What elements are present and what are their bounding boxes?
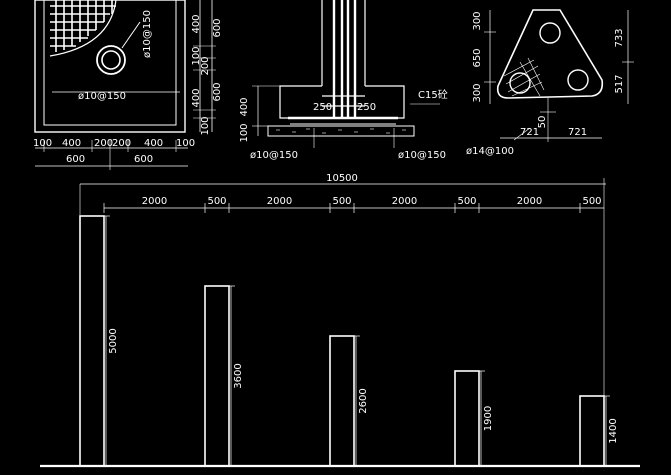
column-height-label: 5000 <box>108 328 119 353</box>
total-width-label: 10500 <box>326 173 358 184</box>
dim-label: 721 <box>520 127 539 138</box>
anchor-ring-outer <box>96 45 126 75</box>
columns: 5000 3600 2600 1900 1400 <box>79 215 619 467</box>
bolt-hole-right <box>567 69 589 91</box>
footing-outline <box>34 0 186 133</box>
concrete-grade-label: C15砼 <box>418 88 448 101</box>
spacing-label: 500 <box>457 196 476 207</box>
footing-inner-outline <box>43 0 177 126</box>
left-width-label: 250 <box>313 102 332 113</box>
dim-label: 721 <box>568 127 587 138</box>
plain-concrete-base <box>267 125 415 137</box>
dim-label: 600 <box>66 154 85 165</box>
dim-label: 200 <box>94 138 113 149</box>
dim-label: 100 <box>176 138 195 149</box>
bolt-hole-left <box>509 72 531 94</box>
dim-label: 400 <box>191 88 202 107</box>
dim-label: 300 <box>472 11 483 30</box>
column-height-label: 1900 <box>483 406 494 431</box>
leader-line <box>513 127 531 141</box>
dim-label: 400 <box>62 138 81 149</box>
dim-label: 100 <box>191 46 202 65</box>
dim-label: 517 <box>614 74 625 93</box>
dim-label: 600 <box>212 18 223 37</box>
rebar-mesh <box>50 0 116 52</box>
column-5 <box>579 395 605 467</box>
dim-label: 100 <box>200 116 211 135</box>
small-dim-label: 50 <box>537 116 548 129</box>
plate-outline <box>496 9 604 99</box>
dim-label: 300 <box>472 83 483 102</box>
plate-rebar-label: ø14@100 <box>466 146 514 157</box>
dim-label: 600 <box>134 154 153 165</box>
mesh-boundary-arc <box>49 0 117 57</box>
spacing-label: 500 <box>332 196 351 207</box>
dim-label: 400 <box>191 14 202 33</box>
spacing-label: 2000 <box>392 196 417 207</box>
dim-label: 400 <box>144 138 163 149</box>
dim-label: 733 <box>614 28 625 47</box>
spacing-label: 2000 <box>267 196 292 207</box>
column-height-label: 1400 <box>608 418 619 443</box>
bolt-hole-top <box>539 22 561 44</box>
bottom-rebar-label: ø10@150 <box>78 91 126 102</box>
spacing-dimensions: 2000 500 2000 500 2000 500 2000 500 <box>103 196 602 213</box>
section-height-dim: 400 <box>239 97 250 116</box>
column-height-label: 2600 <box>358 388 369 413</box>
dim-label: 650 <box>472 48 483 67</box>
footing-section: 400 100 250 250 C15砼 ø10@150 ø10@150 <box>239 0 448 161</box>
spacing-label: 500 <box>207 196 226 207</box>
triangular-plate: 300 650 300 733 517 721 721 50 ø14@100 <box>466 9 634 157</box>
footing-plan: ø10@150 ø10@150 400 600 100 200 600 400 … <box>33 0 223 170</box>
column-1 <box>79 215 105 467</box>
dim-label: 200 <box>112 138 131 149</box>
column-height-label: 3600 <box>233 363 244 388</box>
plate-hatch <box>503 57 545 97</box>
bolt-circle-label: ø10@150 <box>142 10 153 58</box>
spacing-label: 500 <box>582 196 601 207</box>
dim-label: 200 <box>200 56 211 75</box>
spacing-label: 2000 <box>142 196 167 207</box>
section-right-rebar-label: ø10@150 <box>398 150 446 161</box>
leader-line <box>121 21 141 49</box>
column-elevation: 10500 2000 500 2000 500 2000 500 2000 500 5000 3… <box>40 173 640 468</box>
spacing-label: 2000 <box>517 196 542 207</box>
anchor-ring-inner <box>101 50 121 70</box>
right-width-label: 250 <box>357 102 376 113</box>
column-4 <box>454 370 480 467</box>
dim-label: 600 <box>212 82 223 101</box>
section-base-dim: 100 <box>239 123 250 142</box>
dim-label: 100 <box>33 138 52 149</box>
column-3 <box>329 335 355 467</box>
concrete-hatch <box>276 128 406 134</box>
column-2 <box>204 285 230 467</box>
section-left-rebar-label: ø10@150 <box>250 150 298 161</box>
